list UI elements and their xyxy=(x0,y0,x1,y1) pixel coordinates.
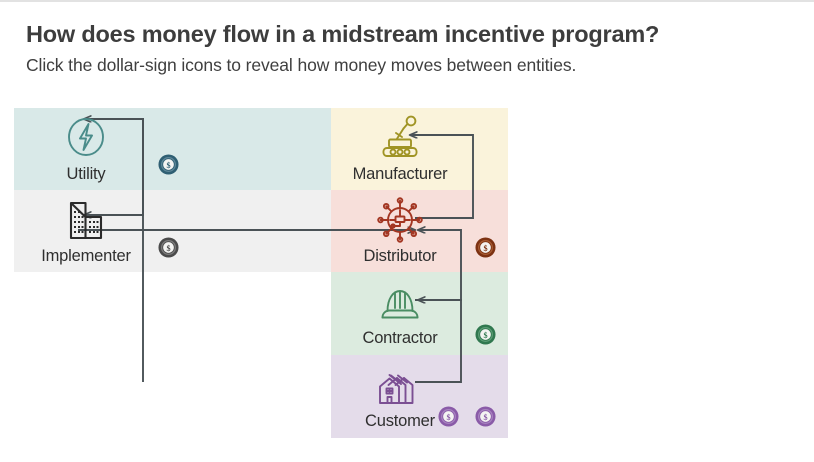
svg-text:$: $ xyxy=(483,331,487,340)
entity-customer[interactable]: Customer xyxy=(340,360,460,430)
entity-contractor[interactable]: Contractor xyxy=(340,277,460,347)
entity-implementer[interactable]: Implementer xyxy=(26,195,146,265)
office-building-icon xyxy=(60,195,112,245)
entity-label-implementer: Implementer xyxy=(41,247,131,265)
entity-label-manufacturer: Manufacturer xyxy=(352,165,448,183)
dollar-sign-coin-icon-implementer-coin-1[interactable]: $ xyxy=(158,237,179,258)
entity-distributor[interactable]: Distributor xyxy=(340,195,460,265)
entity-label-utility: Utility xyxy=(66,165,106,183)
row-band-utility xyxy=(14,108,331,190)
row-band-implementer xyxy=(14,190,331,272)
svg-text:$: $ xyxy=(446,413,450,422)
entity-label-distributor: Distributor xyxy=(363,247,437,265)
entity-label-contractor: Contractor xyxy=(362,329,438,347)
header: How does money flow in a midstream incen… xyxy=(26,20,796,77)
svg-text:$: $ xyxy=(483,244,487,253)
houses-icon xyxy=(374,360,426,410)
network-hub-icon xyxy=(374,195,426,245)
page-title: How does money flow in a midstream incen… xyxy=(26,21,660,47)
entity-label-customer: Customer xyxy=(365,412,435,430)
svg-text:$: $ xyxy=(166,244,170,253)
page-subtitle: Click the dollar-sign icons to reveal ho… xyxy=(26,55,577,76)
dollar-sign-coin-icon-contractor-coin-1[interactable]: $ xyxy=(475,324,496,345)
dollar-sign-coin-icon-customer-coin-2[interactable]: $ xyxy=(475,406,496,427)
top-divider xyxy=(0,0,814,2)
svg-text:$: $ xyxy=(483,413,487,422)
svg-text:$: $ xyxy=(166,161,170,170)
dollar-sign-coin-icon-distributor-coin-1[interactable]: $ xyxy=(475,237,496,258)
entity-utility[interactable]: Utility xyxy=(26,113,146,183)
dollar-sign-coin-icon-utility-coin-1[interactable]: $ xyxy=(158,154,179,175)
hard-hat-icon xyxy=(374,277,426,327)
entity-manufacturer[interactable]: Manufacturer xyxy=(340,113,460,183)
dollar-sign-coin-icon-customer-coin-1[interactable]: $ xyxy=(438,406,459,427)
lightning-bolt-circle-icon xyxy=(60,113,112,163)
robot-arm-icon xyxy=(374,113,426,163)
